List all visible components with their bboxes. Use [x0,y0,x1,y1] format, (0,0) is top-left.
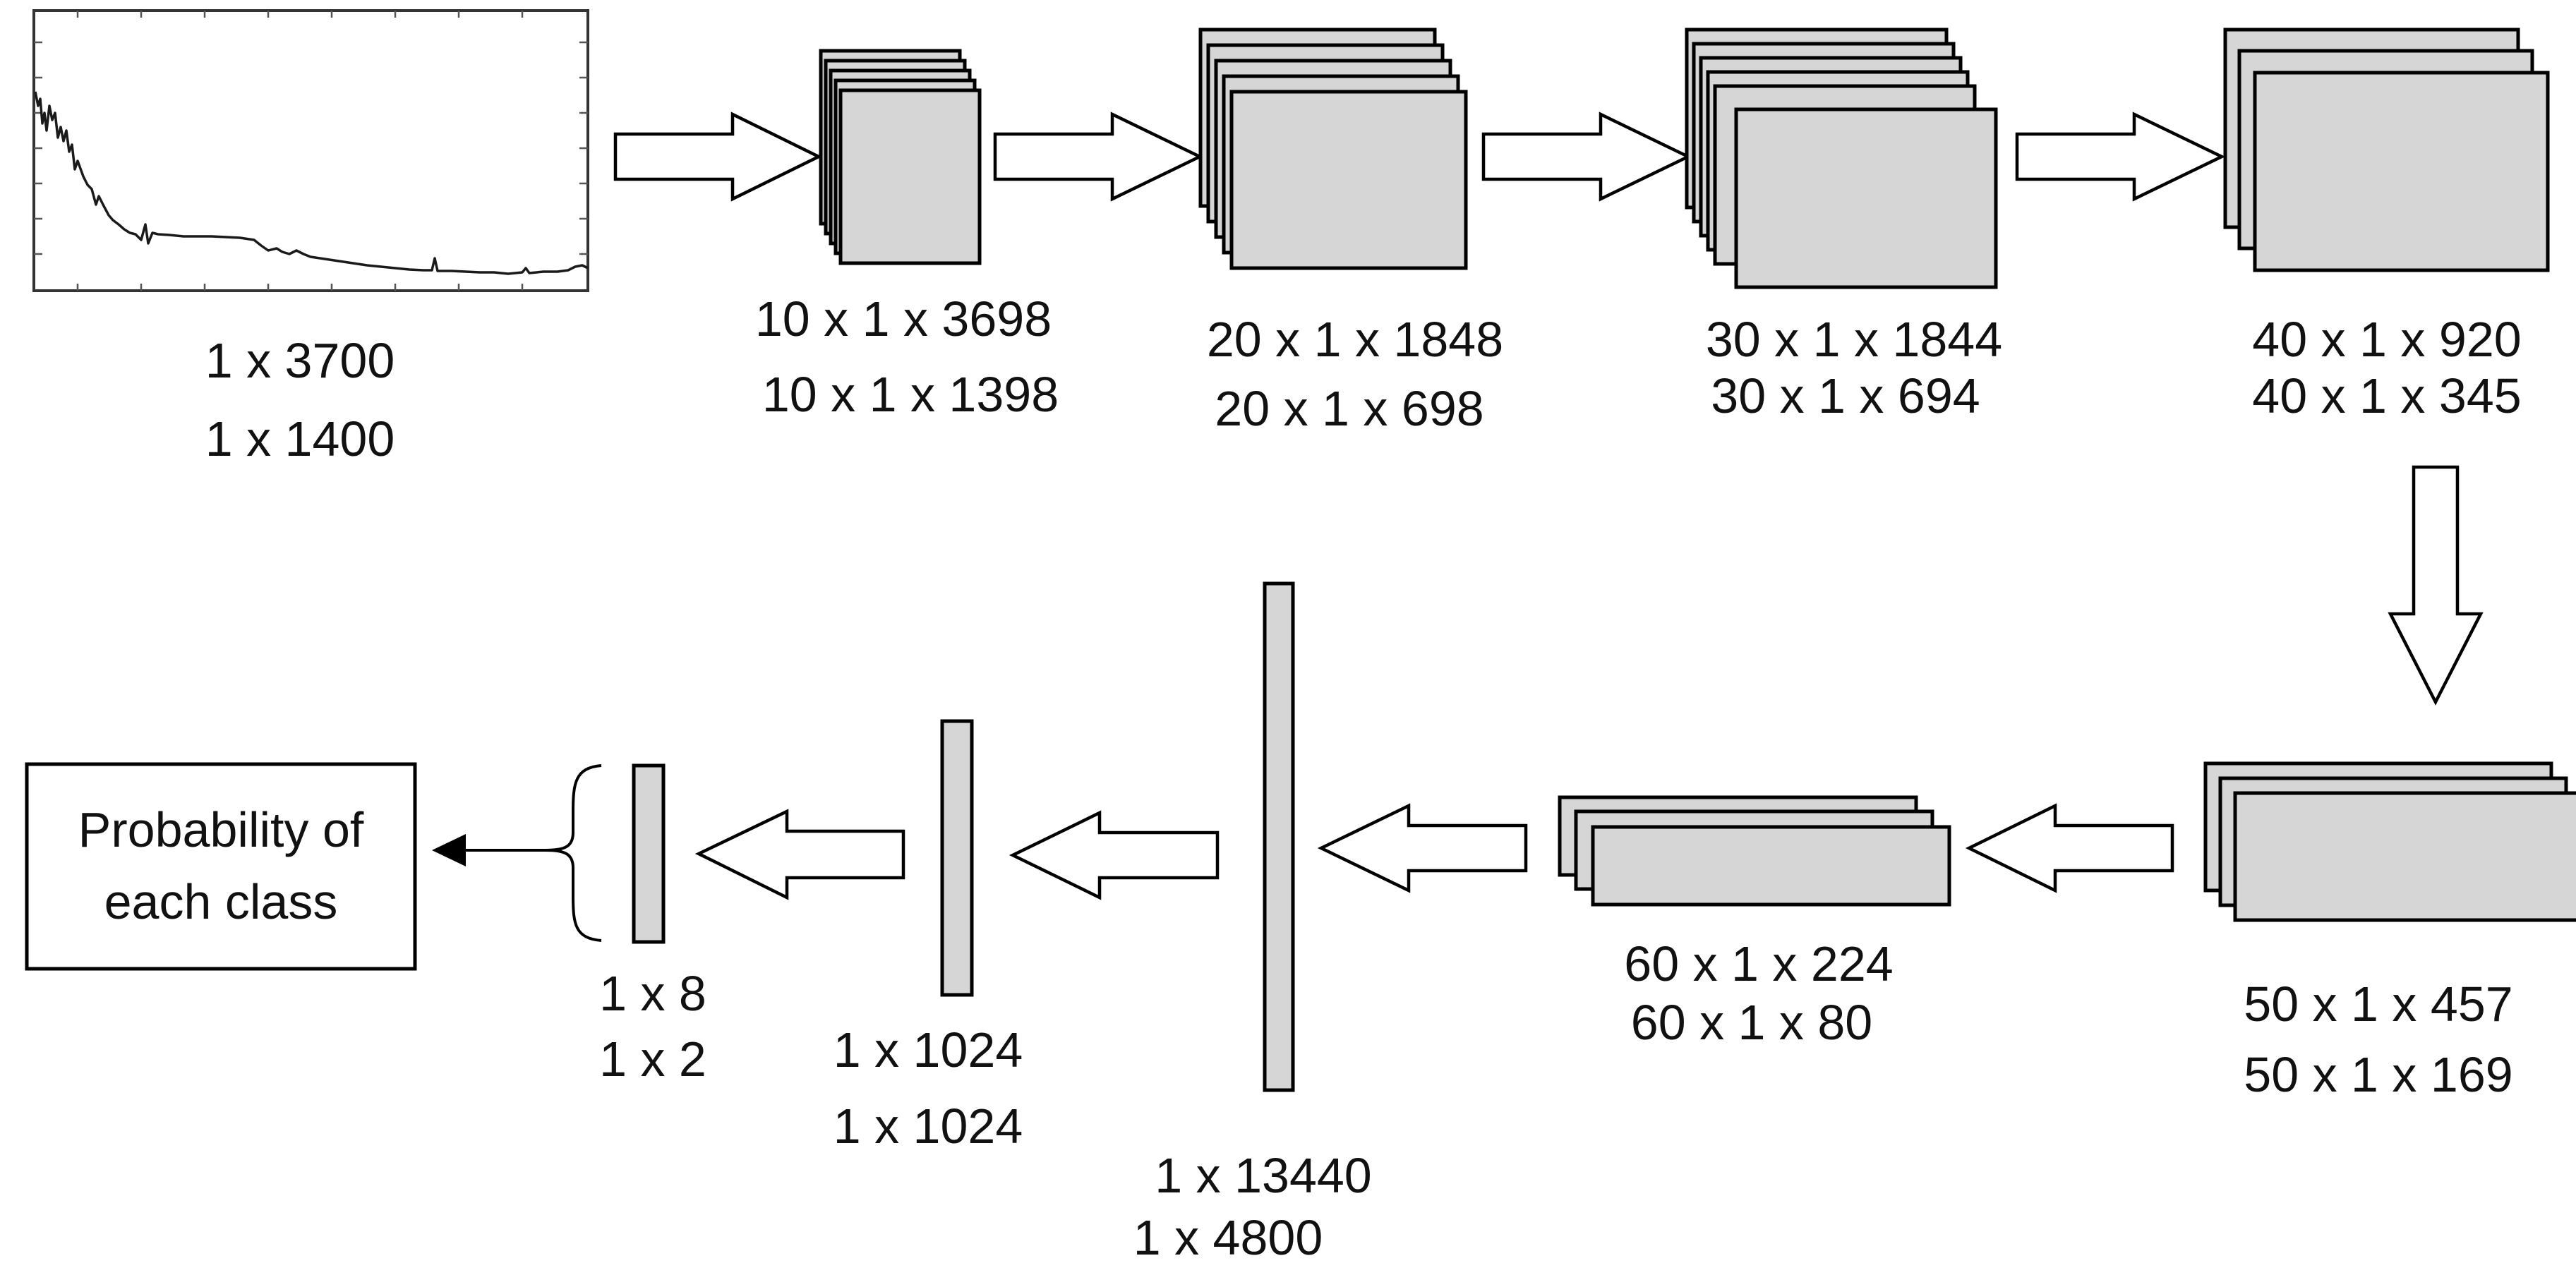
fc2-vector [632,763,666,944]
spectrum-plot-ticks [34,11,588,291]
input-spectrum-plot [32,9,589,292]
conv3-dims-line2: 30 x 1 x 694 [1711,368,1980,423]
output-label-line2: each class [104,874,338,929]
feature-map [1591,825,1951,907]
flatten-dims-line1: 1 x 13440 [1155,1148,1371,1203]
conv2-dims-line2: 20 x 1 x 698 [1215,381,1483,436]
conv1-dims-line1: 10 x 1 x 3698 [755,291,1052,346]
feature-map-stack-conv4 [2223,28,2550,272]
conv2-dims-line1: 20 x 1 x 1848 [1207,312,1503,367]
input-dims-line1: 1 x 3700 [205,333,395,388]
output-label-line1: Probability of [78,802,364,857]
fc1-dims-line1: 1 x 1024 [833,1022,1023,1077]
conv4-dims-line2: 40 x 1 x 345 [2252,368,2521,423]
feature-map [838,88,982,265]
conv5-dims-line1: 50 x 1 x 457 [2244,977,2512,1032]
feature-map [1734,107,1998,289]
arrow-left-3 [1009,810,1220,900]
conv3-dims-line1: 30 x 1 x 1844 [1706,312,2002,367]
conv6-dims-line1: 60 x 1 x 224 [1624,936,1893,991]
feature-map-stack-conv3 [1685,28,1998,289]
arrow-left-1 [1965,803,2174,893]
fc2-dims-line1: 1 x 8 [599,966,706,1021]
output-box [25,762,417,971]
feature-map [2253,71,2550,272]
arrowhead [432,834,466,866]
input-dims-line2: 1 x 1400 [205,411,395,466]
arrow-right-3 [1481,111,1692,202]
arrow-down [2388,465,2484,706]
spectrum-plot-frame [32,9,589,292]
flatten-dims-line2: 1 x 4800 [1133,1210,1323,1263]
feature-map [2233,791,2576,922]
arrow-right-2 [993,111,1204,202]
conv5-dims-line2: 50 x 1 x 169 [2244,1047,2512,1102]
arrow-right-4 [2015,111,2226,202]
arrow-left-2 [1317,803,1528,893]
feature-map-stack-conv2 [1198,28,1468,270]
fc1-dims-line2: 1 x 1024 [833,1099,1023,1154]
flatten-vector [1263,581,1295,1092]
conv6-dims-line2: 60 x 1 x 80 [1631,995,1872,1050]
fc1-vector [940,719,974,997]
feature-map-stack-conv5 [2203,761,2576,922]
feature-map-stack-conv1 [819,49,982,265]
conv1-dims-line2: 10 x 1 x 1398 [762,367,1059,422]
arrow-right-1 [613,111,823,202]
spectrum-curve [34,91,589,275]
arrow-left-4 [694,809,905,900]
feature-map [1229,90,1468,270]
feature-map-stack-conv6 [1558,795,1951,907]
brace [545,764,602,942]
conv4-dims-line1: 40 x 1 x 920 [2252,312,2521,367]
fc2-dims-line2: 1 x 2 [599,1032,706,1087]
